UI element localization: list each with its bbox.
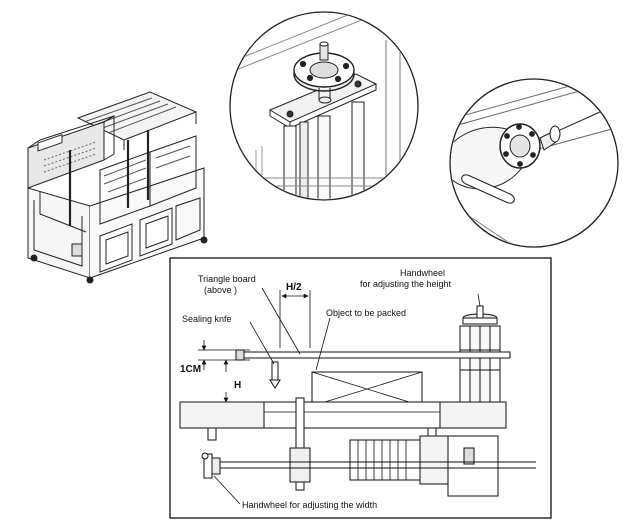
label-triangle-board-note: (above )	[204, 285, 237, 295]
label-object-packed: Object to be packed	[326, 308, 406, 318]
detail-circle-width-handwheel	[449, 78, 619, 248]
detail-circle-height-handwheel	[229, 11, 419, 201]
schematic-frame	[169, 257, 552, 519]
schematic-labels: Triangle board (above ) H/2 Handwheel fo…	[180, 268, 452, 510]
label-one-cm: 1CM	[180, 364, 201, 375]
label-triangle-board: Triangle board	[198, 274, 256, 284]
label-handwheel-height-1: Handwheel	[400, 268, 445, 278]
label-half-height: H/2	[286, 282, 302, 293]
label-height-h: H	[234, 380, 241, 391]
label-sealing-knife: Sealing knfe	[182, 314, 232, 324]
schematic-mechanism	[179, 287, 536, 505]
label-handwheel-width: Handwheel for adjusting the width	[242, 500, 377, 510]
machine-isometric-view	[27, 91, 208, 284]
label-handwheel-height-2: for adjusting the height	[360, 279, 452, 289]
